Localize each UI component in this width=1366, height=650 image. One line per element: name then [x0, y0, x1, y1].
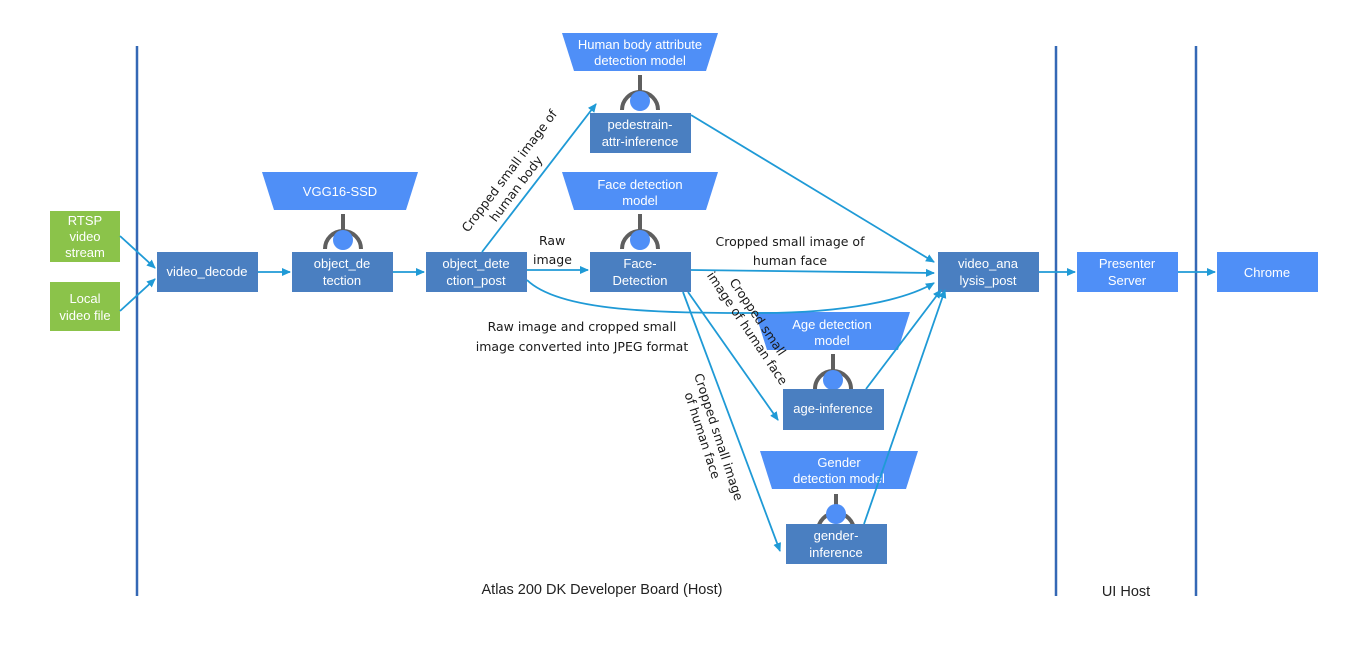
pedestrain-line-2: attr-inference [602, 134, 679, 149]
socket-icon [620, 75, 660, 111]
presenter-server-line-2: Server [1108, 273, 1147, 288]
arrow-post-to-pedestrain [481, 103, 597, 253]
rtsp-line-3: stream [65, 245, 105, 260]
age-inference-label: age-inference [793, 401, 873, 416]
gender-inference-line-1: gender- [814, 528, 859, 543]
model-human-body-line-1: Human body attribute [578, 37, 702, 52]
label-cropped-human-face: Cropped small image of human face [716, 234, 866, 268]
node-age-inference: age-inference [783, 389, 884, 430]
arrow-face-to-age [687, 291, 779, 421]
model-vgg16-ssd: VGG16-SSD [262, 172, 418, 210]
arrow-rtsp-to-decode [119, 235, 156, 269]
presenter-server-line-1: Presenter [1099, 256, 1156, 271]
model-face-detection: Face detection model [562, 172, 718, 210]
model-human-body-attribute: Human body attribute detection model [562, 33, 718, 71]
flow-arrows [119, 103, 1216, 552]
label-raw-line-2: image [533, 252, 572, 267]
gender-inference-line-2: inference [809, 545, 862, 560]
object-detection-line-1: object_de [314, 256, 370, 271]
node-object-detection: object_de tection [292, 252, 393, 292]
socket-icon [323, 214, 363, 250]
rtsp-line-1: RTSP [68, 213, 102, 228]
arrow-gender-to-analysis [863, 289, 947, 525]
arrow-age-to-analysis [865, 289, 942, 390]
model-age-line-1: Age detection [792, 317, 872, 332]
local-line-2: video file [59, 308, 110, 323]
object-detection-line-2: tection [323, 273, 361, 288]
label-cropped-face-line-2: human face [753, 253, 828, 268]
local-line-1: Local [69, 291, 100, 306]
model-vgg16-ssd-label: VGG16-SSD [303, 184, 377, 199]
node-pedestrain-attr-inference: pedestrain- attr-inference [590, 113, 691, 153]
label-raw-image: Raw image [533, 233, 572, 267]
model-age-detection: Age detection model [755, 312, 910, 350]
face-detection-line-1: Face- [623, 256, 656, 271]
node-face-detection: Face- Detection [590, 252, 691, 292]
input-local-video-file: Local video file [50, 282, 120, 331]
model-age-line-2: model [814, 333, 850, 348]
arrow-face-to-analysis [690, 268, 935, 277]
label-jpeg-line-2: image converted into JPEG format [476, 339, 689, 354]
rtsp-line-2: video [69, 229, 100, 244]
video-analysis-post-line-2: lysis_post [959, 273, 1016, 288]
object-detection-post-line-2: ction_post [446, 273, 506, 288]
model-gender-detection: Gender detection model [760, 451, 918, 489]
label-jpeg-line-1: Raw image and cropped small [488, 319, 677, 334]
socket-icon [813, 354, 853, 390]
face-detection-line-2: Detection [613, 273, 668, 288]
chrome-label: Chrome [1244, 265, 1290, 280]
label-raw-line-1: Raw [539, 233, 565, 248]
node-video-decode: video_decode [157, 252, 258, 292]
label-cropped-face-gender: Cropped small image of human face [682, 371, 747, 502]
video-analysis-post-line-1: video_ana [958, 256, 1019, 271]
label-cropped-face-line-1: Cropped small image of [716, 234, 866, 249]
arrow-face-to-gender [682, 291, 781, 552]
arrow-post-jpeg-to-analysis [526, 279, 935, 314]
label-cropped-human-body: Cropped small image of human body [458, 106, 560, 234]
node-presenter-server: Presenter Server [1077, 252, 1178, 292]
node-object-detection-post: object_dete ction_post [426, 252, 527, 292]
socket-icon [620, 214, 660, 250]
arrow-pedestrain-to-analysis [690, 114, 935, 263]
model-face-line-1: Face detection [597, 177, 682, 192]
node-gender-inference: gender- inference [786, 524, 887, 564]
model-gender-line-2: detection model [793, 471, 885, 486]
section-label-host: Atlas 200 DK Developer Board (Host) [482, 582, 723, 598]
input-rtsp-stream: RTSP video stream [50, 211, 120, 262]
section-label-ui-host: UI Host [1102, 584, 1150, 600]
model-gender-line-1: Gender [817, 455, 861, 470]
model-human-body-line-2: detection model [594, 53, 686, 68]
node-video-analysis-post: video_ana lysis_post [938, 252, 1039, 292]
object-detection-post-line-1: object_dete [442, 256, 509, 271]
label-raw-image-jpeg: Raw image and cropped small image conver… [476, 319, 689, 354]
arrow-local-to-decode [119, 278, 156, 312]
pedestrain-line-1: pedestrain- [607, 117, 672, 132]
video-decode-label: video_decode [167, 264, 248, 279]
node-chrome: Chrome [1217, 252, 1318, 292]
model-face-line-2: model [622, 193, 658, 208]
